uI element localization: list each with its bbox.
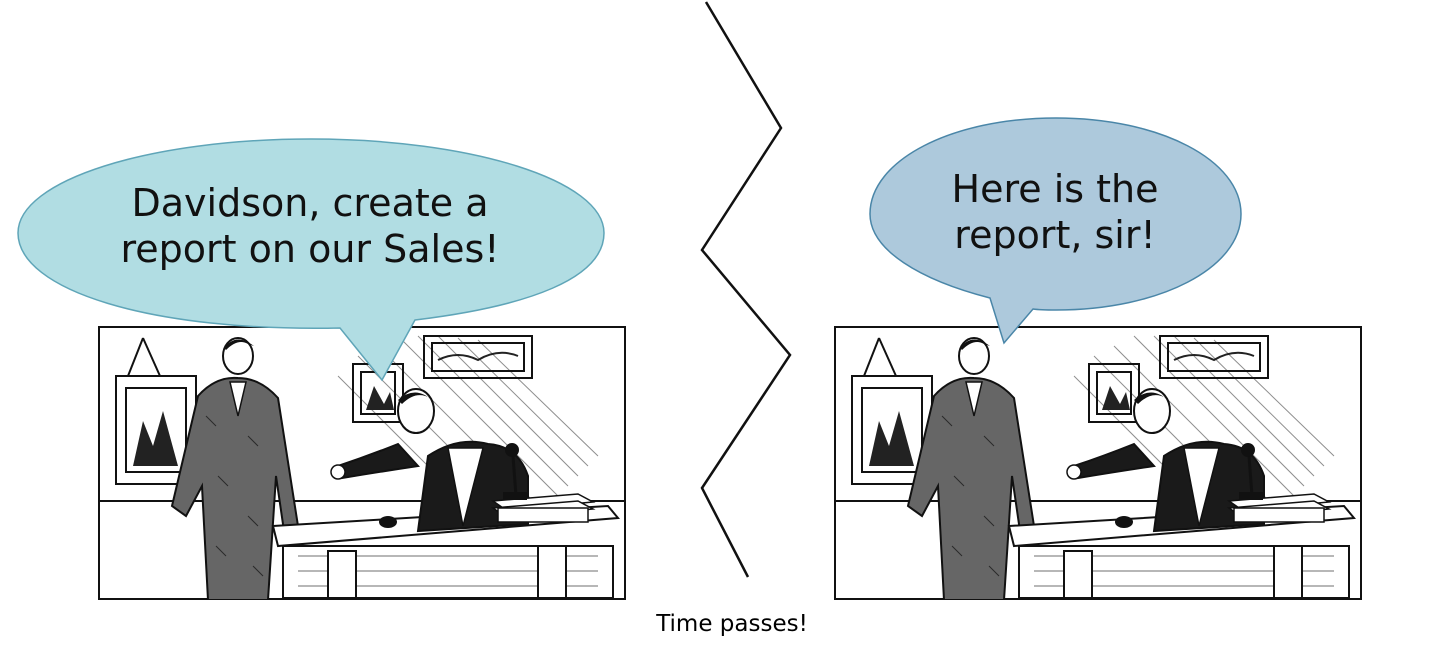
speech-line: report on our Sales! [120,227,500,272]
speech-line: Here is the [951,167,1159,211]
stack-of-papers [490,493,596,523]
standing-man-figure [170,337,300,600]
telephone [503,443,527,500]
speech-line: report, sir! [954,213,1156,258]
office-scene-right [834,326,1362,600]
time-passes-caption: Time passes! [656,611,808,637]
speech-bubble-employee [869,117,1242,345]
speech-text-boss: Davidson, create a report on our Sales! [60,180,560,273]
office-scene-left [98,326,626,600]
speech-line: Davidson, create a [131,181,489,225]
speech-bubble-boss [17,138,605,382]
speech-text-employee: Here is the report, sir! [905,166,1205,259]
